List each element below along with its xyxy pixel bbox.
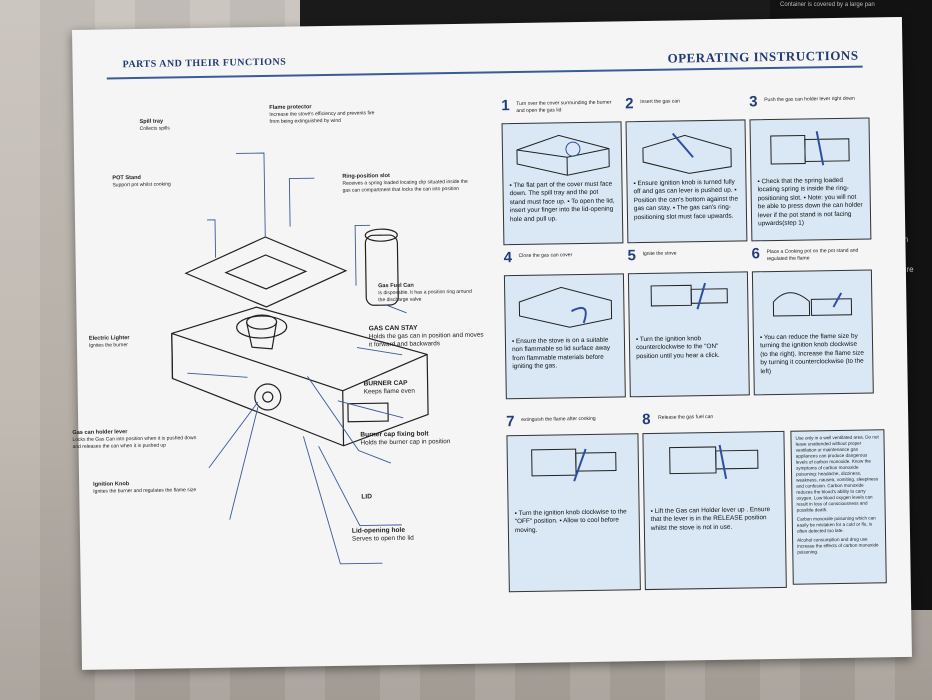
step-text: ▪ You can reduce the flame size by turni… [759,332,864,375]
label-burner-cap: BURNER CAP Keeps flame even [364,379,464,397]
label-title: LID [361,493,373,501]
label-desc: Increase the stove's efficiency and prev… [269,110,375,125]
step-illustration [770,131,850,166]
warning-paragraph: Carbon monoxide poisoning which can easi… [796,515,876,534]
step-illustration [642,132,732,174]
step-number: 3 [749,93,758,111]
step-panel-1: ▪ The flat part of the cover must face d… [501,121,624,246]
label-gas-can-holder-lever: Gas can holder lever Locks the Gas Can i… [72,428,197,451]
step-caption: Release the gas fuel can [658,413,714,421]
label-desc: Holds the gas can in position and moves … [368,331,484,349]
step-text: ▪ Turn the ignition knob counterclockwis… [635,335,720,360]
instructions-heading: OPERATING INSTRUCTIONS [667,47,859,66]
label-desc: Holds the burner cap in position [360,438,451,447]
step-panel-3: ▪ Check that the spring loaded locating … [749,117,872,242]
step-illustration [772,292,853,317]
label-pot-stand: POT Stand Support pot whilst cooking [112,174,192,189]
step-caption: extinguish the flame after cooking [521,415,596,423]
step-number: 2 [625,95,634,113]
step-number: 7 [506,413,515,431]
stove-diagram [171,152,429,565]
stove-side-text: ure [902,265,914,274]
parts-heading: PARTS AND THEIR FUNCTIONS [122,56,287,71]
step-caption: Insert the gas can [640,98,680,106]
label-desc: Receives a spring loaded locating clip s… [342,178,468,194]
stove-label: Container is covered by a large pan [780,2,875,8]
step-illustration [669,444,759,479]
label-desc: Support pot whilst cooking [112,181,171,189]
warning-paragraph: Use only in a well ventilated area. Do n… [795,434,879,513]
step-panel-5: ▪ Turn the ignition knob counterclockwis… [627,271,750,398]
step-text: ▪ The flat part of the cover must face d… [509,180,615,223]
label-desc: Keeps flame even [363,387,415,396]
step-caption: Turn over the cover surrounding the burn… [516,99,612,115]
label-desc: Collects spills [139,125,170,132]
step-number: 6 [751,245,761,263]
label-electric-lighter: Electric Lighter Ignites the burner [89,335,159,350]
step-panel-4: ▪ Ensure the stove is on a suitable non … [503,273,626,400]
step-number: 4 [503,249,513,267]
label-burner-cap-bolt: Burner cap fixing bolt Holds the burner … [360,430,480,448]
label-flame-protector: Flame protector Increase the stove's eff… [269,103,379,126]
label-ignition-knob: Ignition Knob Ignites the burner and reg… [93,480,218,496]
label-desc: Ignites the burner and regulates the fla… [93,487,197,495]
label-gas-fuel-can: Gas Fuel Can Is disposable. It has a pos… [378,282,478,305]
step-caption: Ignite the stove [642,250,677,258]
label-lid: LID [361,493,401,502]
step-illustration [516,134,610,176]
step-panel-6: ▪ You can reduce the flame size by turni… [751,269,874,396]
step-number: 1 [501,97,510,115]
warning-paragraph: Alcohol consumption and drug use increas… [797,536,879,555]
step-number: 8 [642,410,651,429]
step-text: ▪ Ensure ignition knob is turned fully o… [633,178,739,221]
step-number: 5 [627,247,637,265]
step-text: ▪ Ensure the stove is on a suitable non … [511,336,611,371]
instruction-sheet: PARTS AND THEIR FUNCTIONS OPERATING INST… [72,16,912,670]
label-desc: Ignites the burner [88,342,128,349]
step-panel-7: ▪ Turn the ignition knob clockwise to th… [506,433,641,593]
step-text: ▪ Check that the spring loaded locating … [757,176,863,228]
step-text: ▪ Turn the ignition knob clockwise to th… [514,508,627,534]
label-gas-can-stay: GAS CAN STAY Holds the gas can in positi… [369,324,484,350]
label-spill-tray: Spill tray Collects spills [139,118,199,133]
step-panel-8: ▪ Lift the Gas can Holder lever up . Ens… [642,430,787,591]
label-lid-hole: Lid-opening hole Serves to open the lid [352,526,452,544]
step-illustration [518,286,613,328]
step-illustration [531,448,617,482]
label-desc: Locks the Gas Can into position when it … [72,435,197,451]
step-caption: Close the gas can cover [518,252,573,260]
step-text: ▪ Lift the Gas can Holder lever up . Ens… [650,506,771,532]
label-desc: Is disposable. It has a position ring ar… [378,288,472,304]
step-illustration [650,282,728,310]
label-desc: Serves to open the lid [351,534,414,543]
safety-warning-box: Use only in a well ventilated area. Do n… [790,429,887,585]
step-caption: Place a Cooking pot on the pot stand and… [766,247,859,263]
step-panel-2: ▪ Ensure ignition knob is turned fully o… [625,119,748,244]
label-ring-slot: Ring-position slot Receives a spring loa… [342,172,472,195]
step-caption: Push the gas can holder lever right down [764,95,855,104]
